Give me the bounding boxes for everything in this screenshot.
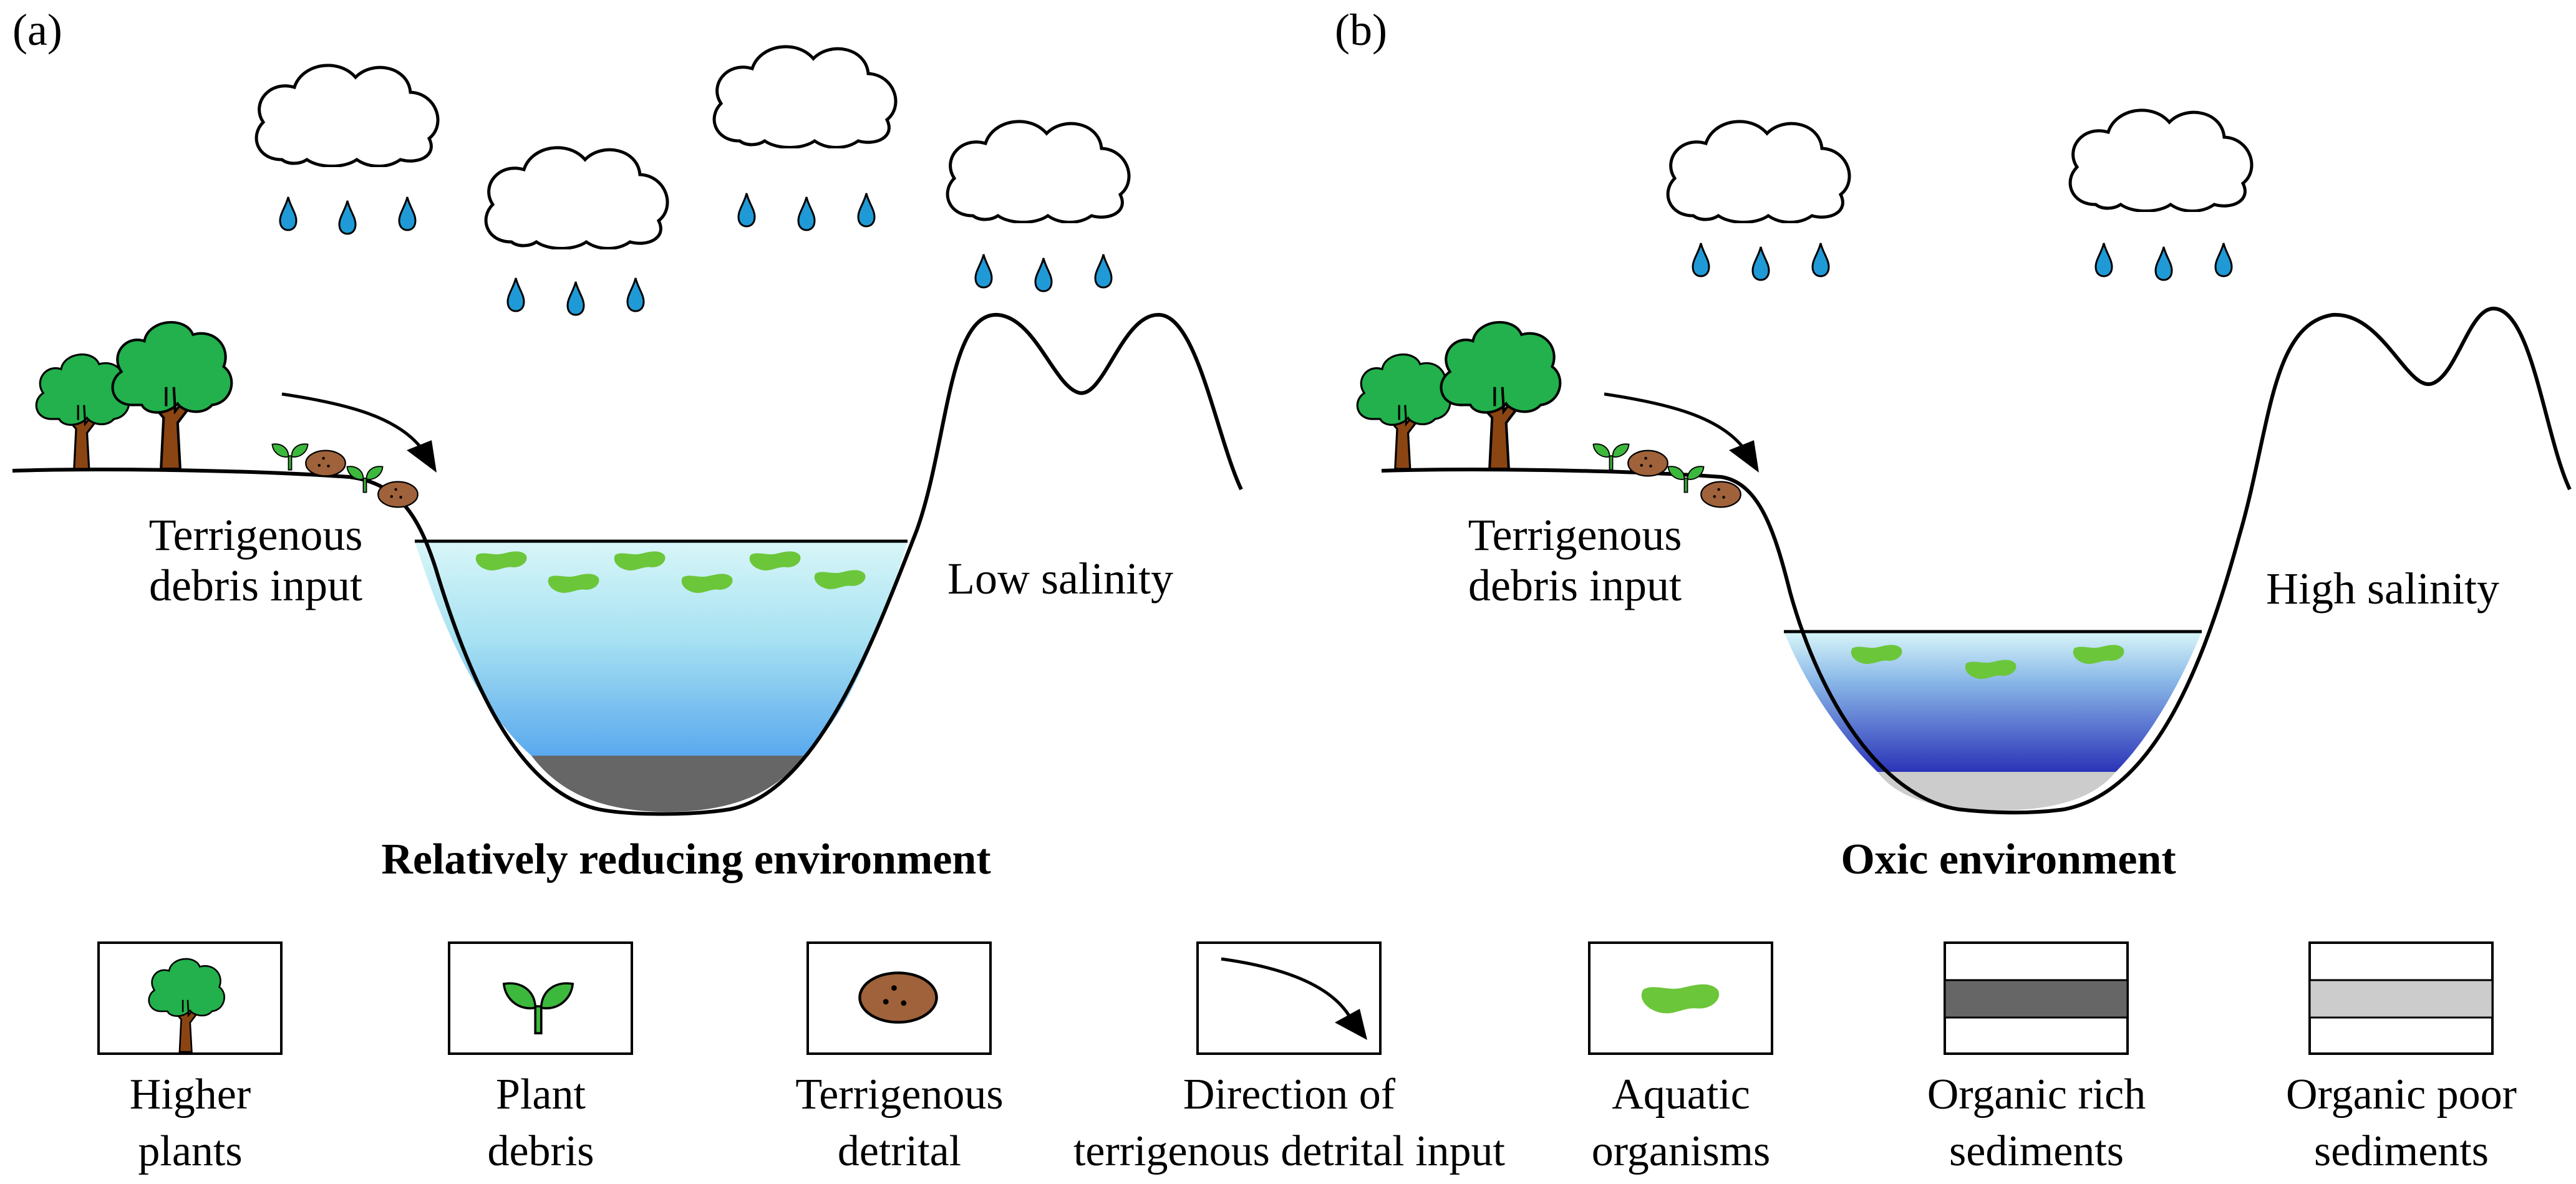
legend — [97, 941, 2494, 1055]
sprout-icon — [1667, 466, 1705, 493]
legend-label-line1: Aquatic — [1612, 1071, 1750, 1119]
panel-a-input-label: Terrigenous debris input — [125, 510, 387, 610]
legend-box-organic-poor — [2308, 941, 2494, 1055]
panel-b-salinity-label: High salinity — [2266, 564, 2499, 614]
detrital-grain-icon — [1700, 481, 1741, 508]
legend-label-line1: Terrigenous — [795, 1071, 1004, 1119]
legend-label-line2: sediments — [2314, 1127, 2489, 1175]
cloud — [1668, 122, 1849, 223]
tree-icon — [1441, 322, 1561, 469]
cloud — [2070, 110, 2252, 211]
legend-label-line2: detrital — [837, 1127, 962, 1175]
detrital-grain-icon — [305, 450, 346, 477]
panel-a-salinity-label: Low salinity — [947, 554, 1173, 604]
tree-icon — [1356, 353, 1451, 469]
panel-a-label: (a) — [12, 5, 62, 55]
cloud — [256, 65, 438, 166]
panel-b-input-label-line2: debris input — [1468, 560, 1682, 610]
panel-a — [12, 47, 1243, 816]
input-direction-arrow — [281, 392, 437, 473]
panel-a-environment-title: Relatively reducing environment — [381, 835, 991, 883]
input-direction-arrow — [1604, 392, 1759, 473]
tree-icon — [35, 353, 130, 469]
terrain-outline — [1381, 306, 2572, 815]
cloud — [486, 148, 667, 249]
legend-box-organic-rich — [1944, 941, 2129, 1055]
legend-label-line2: debris — [487, 1127, 594, 1175]
sprout-icon — [271, 443, 309, 471]
panel-b-input-label: Terrigenous debris input — [1444, 510, 1706, 610]
sprout-icon — [1592, 443, 1630, 471]
legend-box-higher-plants — [97, 941, 283, 1055]
legend-label-organic-rich: Organic rich sediments — [1912, 1066, 2161, 1180]
legend-label-line2: organisms — [1591, 1127, 1771, 1175]
legend-label-line1: Organic poor — [2286, 1071, 2517, 1119]
legend-label-line1: Plant — [496, 1071, 586, 1119]
raindrops — [1692, 242, 2233, 281]
organic-rich-sediment-layer — [531, 756, 805, 812]
legend-label-line1: Higher — [129, 1071, 251, 1119]
panel-b — [1356, 110, 2572, 815]
cloud — [947, 122, 1129, 223]
legend-box-terrigenous-detrital — [806, 941, 992, 1055]
legend-label-line2: terrigenous detrital input — [1073, 1127, 1506, 1175]
legend-label-input-direction: Direction of terrigenous detrital input — [1040, 1066, 1539, 1180]
legend-label-organic-poor: Organic poor sediments — [2277, 1066, 2526, 1180]
panel-a-input-label-line1: Terrigenous — [148, 510, 363, 560]
basin-water — [1784, 632, 2202, 772]
panel-b-environment-title: Oxic environment — [1841, 835, 2176, 883]
detrital-grain-icon — [377, 481, 419, 508]
legend-label-plant-debris: Plant debris — [416, 1066, 666, 1180]
legend-label-line1: Organic rich — [1927, 1071, 2146, 1119]
detrital-grain-icon — [1627, 450, 1668, 477]
legend-label-aquatic-organisms: Aquatic organisms — [1556, 1066, 1806, 1180]
basin-water — [415, 541, 908, 756]
panel-b-input-label-line1: Terrigenous — [1468, 510, 1682, 560]
panel-a-input-label-line2: debris input — [149, 560, 362, 610]
legend-label-higher-plants: Higher plants — [65, 1066, 315, 1180]
legend-label-line2: sediments — [1949, 1127, 2124, 1175]
legend-label-terrigenous-detrital: Terrigenous detrital — [775, 1066, 1024, 1180]
panel-b-label: (b) — [1335, 5, 1387, 55]
cloud — [714, 47, 896, 148]
legend-label-line1: Direction of — [1183, 1071, 1396, 1119]
sprout-icon — [346, 466, 384, 493]
legend-label-line2: plants — [138, 1127, 243, 1175]
legend-box-plant-debris — [448, 941, 633, 1055]
organic-poor-sediment-layer — [1877, 772, 2116, 811]
tree-icon — [113, 322, 232, 469]
legend-box-aquatic-organisms — [1588, 941, 1773, 1055]
legend-box-input-direction — [1196, 941, 1382, 1055]
